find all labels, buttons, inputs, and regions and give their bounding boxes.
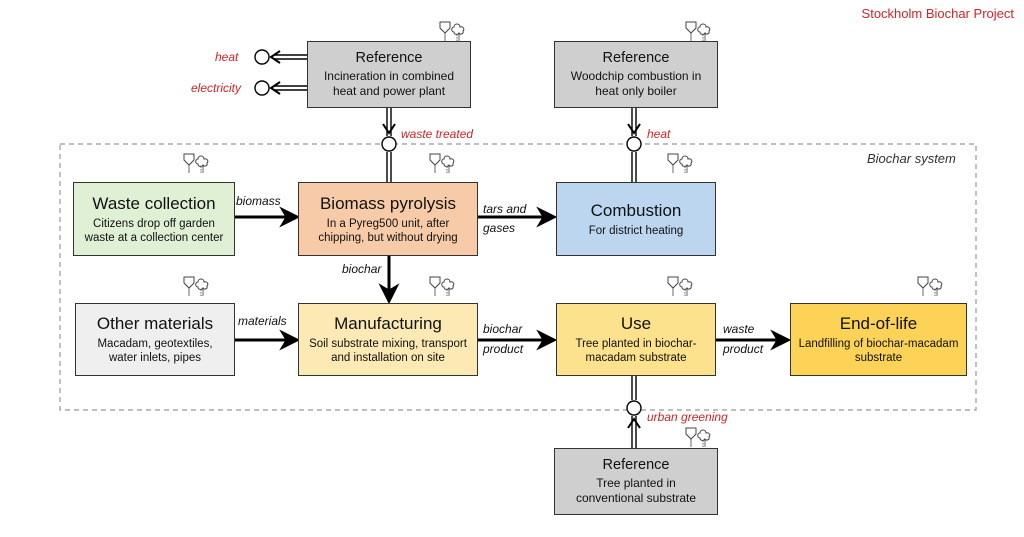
waste-treated-node: [381, 136, 397, 152]
box-title: Reference: [602, 50, 670, 66]
heat-sub-node: [626, 136, 642, 152]
function-label-electricity: electricity: [191, 81, 242, 95]
manufacturing-box: Manufacturing Soil substrate mixing, tra…: [298, 303, 478, 376]
urban-greening-node: [626, 400, 642, 416]
flow-label-biochar-product-1: biochar: [483, 322, 523, 336]
box-title: Reference: [355, 50, 423, 66]
reference-incineration-box: Reference Incineration in combined heat …: [307, 41, 471, 108]
biomass-pyrolysis-box: Biomass pyrolysis In a Pyreg500 unit, af…: [298, 182, 478, 256]
flow-label-biochar: biochar: [342, 262, 382, 276]
resource-emission-icon: [685, 21, 711, 42]
box-description: Tree planted in biochar-macadam substrat…: [575, 338, 697, 364]
box-title: End-of-life: [839, 314, 918, 333]
flow-label-materials: materials: [238, 314, 287, 328]
box-title: Biomass pyrolysis: [319, 193, 457, 213]
combustion-box: Combustion For district heating: [556, 182, 716, 256]
box-title: Use: [620, 314, 652, 333]
function-label-urban-greening: urban greening: [647, 410, 728, 424]
resource-emission-icon: [183, 276, 209, 297]
reference-woodchip-box: Reference Woodchip combustion in heat on…: [554, 41, 718, 108]
electricity-node: [254, 80, 270, 96]
flow-label-waste-product-1: waste: [723, 322, 755, 336]
arrow-heat-sub: [627, 108, 641, 182]
box-title: Manufacturing: [334, 314, 442, 333]
resource-emission-icon: [429, 276, 455, 297]
other-materials-box: Other materials Macadam, geotextiles, wa…: [75, 303, 235, 376]
reference-tree-box: Reference Tree planted in conventional s…: [554, 448, 718, 515]
heat-node: [254, 49, 270, 65]
resource-emission-icon: [439, 21, 465, 42]
flow-label-tars-gases-2: gases: [483, 221, 516, 235]
arrow-electricity-out: [269, 81, 307, 95]
resource-emission-icon: [183, 153, 209, 174]
box-description: Landfilling of biochar-macadam substrate: [798, 338, 959, 364]
box-description: In a Pyreg500 unit, after chipping, but …: [318, 217, 458, 244]
box-title: Combustion: [590, 200, 682, 220]
box-title: Other materials: [96, 314, 214, 333]
box-description: Tree planted in conventional substrate: [575, 476, 697, 505]
flow-label-biochar-product-2: product: [483, 342, 524, 356]
box-title: Reference: [602, 457, 670, 473]
arrow-heat-out: [269, 50, 307, 64]
resource-emission-icon: [685, 427, 711, 448]
resource-emission-icon: [917, 276, 943, 297]
use-box: Use Tree planted in biochar-macadam subs…: [556, 303, 716, 376]
box-title: Waste collection: [92, 193, 216, 213]
resource-emission-icon: [667, 276, 693, 297]
box-description: Soil substrate mixing, transport and ins…: [309, 338, 467, 364]
box-description: For district heating: [588, 224, 684, 237]
resource-emission-icon: [429, 153, 455, 174]
function-label-heat-out: heat: [215, 50, 239, 64]
box-description: Woodchip combustion in heat only boiler: [570, 69, 702, 98]
flow-label-waste-product-2: product: [723, 342, 764, 356]
end-of-life-box: End-of-life Landfilling of biochar-macad…: [790, 303, 967, 376]
flow-label-tars-gases-1: tars and: [483, 202, 527, 216]
resource-emission-icon: [667, 153, 693, 174]
waste-collection-box: Waste collection Citizens drop off garde…: [73, 182, 235, 256]
project-title: Stockholm Biochar Project: [861, 6, 1014, 21]
box-description: Macadam, geotextiles, water inlets, pipe…: [97, 338, 213, 364]
system-boundary: [59, 143, 977, 411]
box-description: Citizens drop off garden waste at a coll…: [84, 217, 224, 244]
system-boundary-label: Biochar system: [867, 151, 956, 166]
box-description: Incineration in combined heat and power …: [323, 69, 455, 98]
arrow-waste-treated: [382, 108, 396, 182]
function-label-heat: heat: [647, 127, 671, 141]
flow-label-biomass: biomass: [236, 194, 281, 208]
arrow-urban-greening: [627, 375, 641, 448]
function-label-waste-treated: waste treated: [401, 127, 474, 141]
